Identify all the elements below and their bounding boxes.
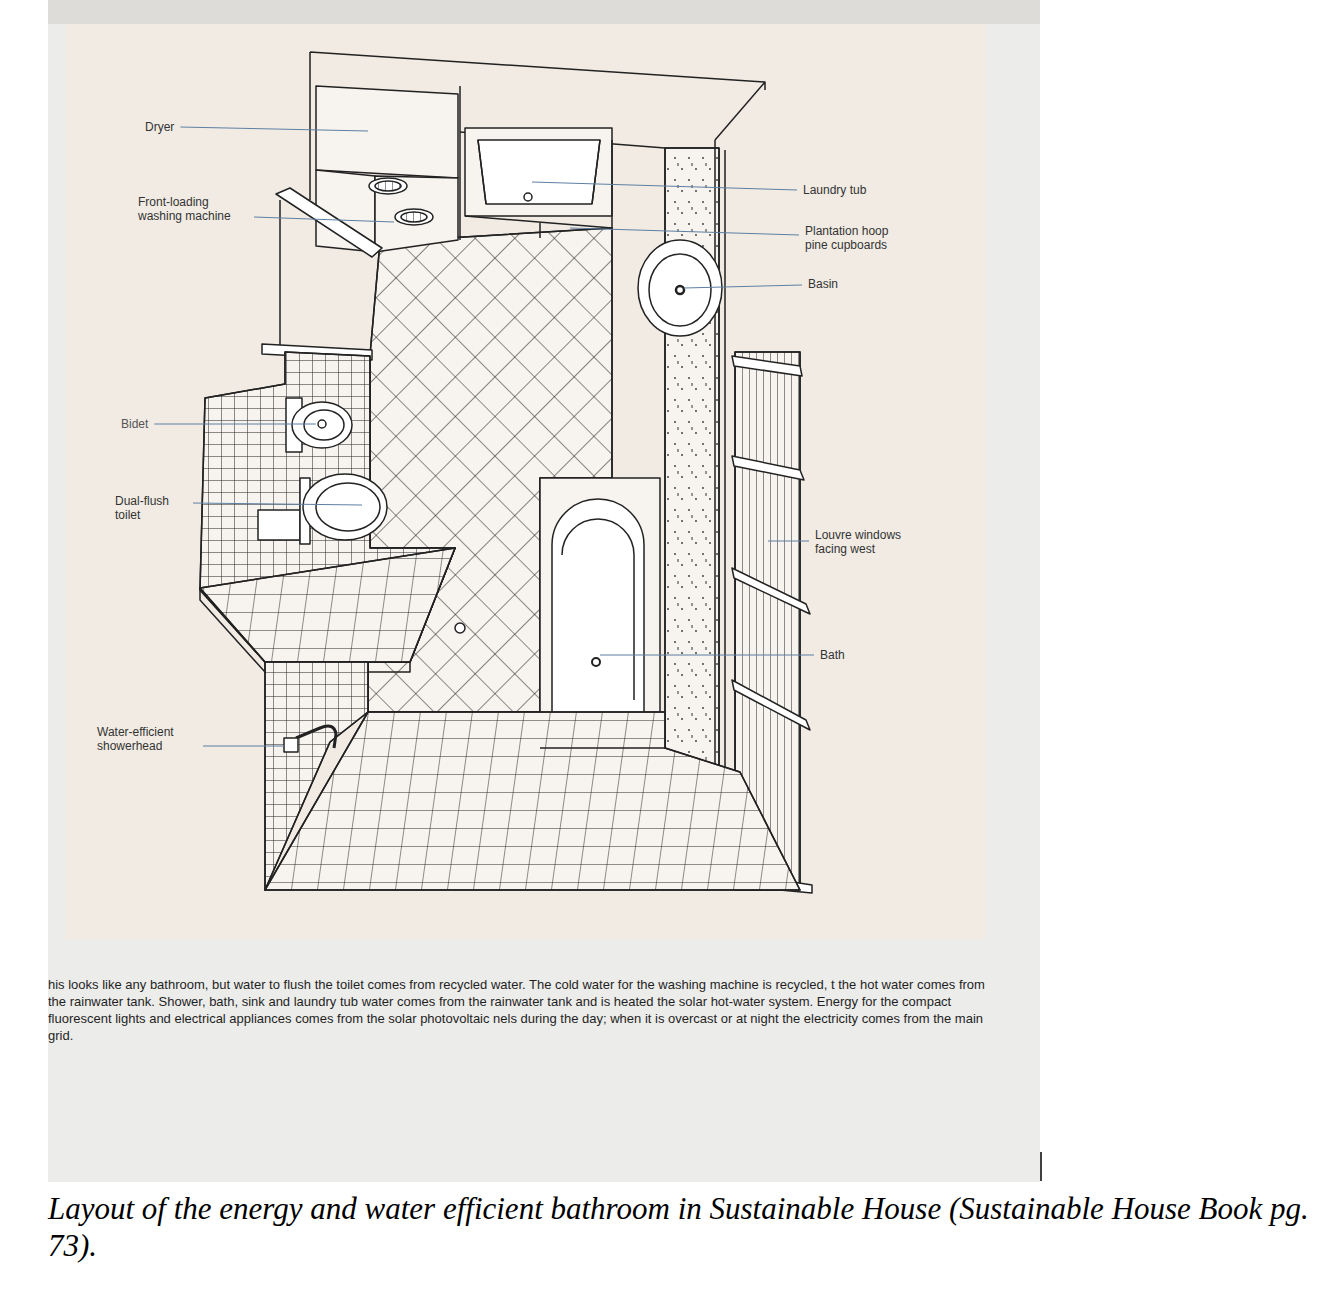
bath-inner xyxy=(562,519,634,700)
bidet-drain xyxy=(318,420,326,428)
bath-base xyxy=(540,747,665,749)
book-page xyxy=(48,0,1040,1182)
showerhead xyxy=(284,738,298,752)
wall-tiles xyxy=(200,352,455,662)
page-shadow xyxy=(48,0,1040,24)
cabinet-edge xyxy=(459,86,461,240)
leader-line xyxy=(180,127,368,131)
room-drawing xyxy=(200,52,812,893)
image-panel xyxy=(65,24,985,940)
leader-line xyxy=(254,217,394,222)
part-label: Laundry tub xyxy=(803,183,866,197)
shower-floor xyxy=(265,712,800,890)
leader-line xyxy=(193,503,362,505)
basin-drain xyxy=(676,286,684,294)
text-cursor xyxy=(1040,1152,1042,1181)
floor-drain xyxy=(455,623,465,633)
ledge xyxy=(200,548,455,662)
bath xyxy=(540,478,660,748)
cupboard xyxy=(465,140,612,238)
washing-machine xyxy=(375,176,458,252)
basin-bowl xyxy=(649,254,711,326)
part-label: Bidet xyxy=(121,417,148,431)
ledge-tiles xyxy=(200,548,455,662)
leader-line xyxy=(684,285,802,288)
louvre-slat xyxy=(732,568,810,614)
leader-line xyxy=(570,228,799,235)
photo-ground xyxy=(48,0,1041,1182)
louvre-slat xyxy=(732,456,804,480)
tub-edge xyxy=(478,140,600,204)
bath-drain xyxy=(592,658,600,666)
laundry-tub xyxy=(465,128,612,216)
louvre-slat xyxy=(732,356,802,376)
bidet-bowl xyxy=(304,410,344,440)
washer-door xyxy=(395,209,433,225)
shower-pipe xyxy=(296,726,336,748)
floor-tiles xyxy=(265,712,800,890)
washer-glass xyxy=(401,212,427,222)
bidet xyxy=(292,402,352,448)
basin xyxy=(638,240,722,336)
dryer-door xyxy=(369,178,407,194)
cistern xyxy=(258,510,300,540)
leader-line xyxy=(532,182,797,190)
part-label: Dual-flush toilet xyxy=(115,494,187,522)
dryer-glass xyxy=(375,181,401,191)
toilet-seat xyxy=(303,474,387,540)
toilet-lid xyxy=(316,483,380,531)
leader-line xyxy=(154,424,316,425)
leader-line xyxy=(600,655,814,656)
bath-tub xyxy=(552,499,644,726)
part-label: Water-efficient showerhead xyxy=(97,725,197,753)
louvre-slat xyxy=(732,680,810,730)
dryer xyxy=(316,86,458,178)
leader-line xyxy=(203,746,284,747)
part-label: Basin xyxy=(808,277,838,291)
part-label: Front-loading washing machine xyxy=(138,195,248,223)
part-label: Bath xyxy=(820,648,845,662)
leader-line xyxy=(768,541,809,542)
shelf xyxy=(276,188,382,257)
ledge-edge xyxy=(200,588,410,672)
tiled-wall xyxy=(200,352,455,662)
tub-basin xyxy=(478,140,600,204)
part-label: Dryer xyxy=(145,120,174,134)
figure-caption: Layout of the energy and water efficient… xyxy=(48,1190,1318,1264)
part-label: Plantation hoop pine cupboards xyxy=(805,224,905,252)
tub-drain xyxy=(524,193,532,201)
body-text: his looks like any bathroom, but water t… xyxy=(48,976,993,1044)
part-label: Louvre windows facing west xyxy=(815,528,925,556)
